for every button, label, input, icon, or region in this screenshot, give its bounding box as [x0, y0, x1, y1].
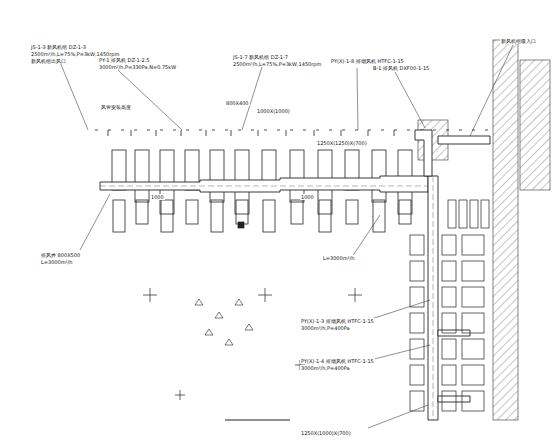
room-block [399, 200, 411, 224]
drawing-note: 1000 [300, 194, 315, 200]
room-block [135, 150, 149, 202]
drawing-note: 1000X(1000) [256, 108, 291, 114]
drawing-note: 3000m³/h,P=400Pa [300, 365, 351, 371]
drawing-note: 1250X(1250)X(700) [316, 140, 368, 146]
room-block [263, 200, 275, 232]
column-mark [205, 329, 213, 335]
room-block [410, 365, 424, 385]
drawing-note: 1250X(1000)X(700) [300, 430, 352, 436]
room-block [410, 261, 424, 281]
room-block [442, 365, 456, 385]
room-block [211, 200, 223, 232]
room-block [462, 235, 484, 255]
drawing-note: PY(X)-1-8 排烟风机 HTFC-1-15 [330, 58, 405, 64]
room-block [291, 200, 303, 224]
wall-tick [286, 130, 287, 136]
room-block [470, 200, 478, 228]
column-mark [225, 339, 233, 345]
column-mark [235, 299, 243, 305]
drawing-note: PY-1 排风机 DZ-1-2.5 [98, 57, 150, 63]
drawing-note: PY(X)-1-3 排烟风机 HTFC-1-15 [300, 318, 375, 324]
room-block [442, 287, 456, 307]
wall-tick [368, 130, 369, 136]
drawing-note: 新风机组吸入口 [500, 38, 537, 44]
room-block [319, 200, 331, 232]
room-block [448, 200, 456, 228]
wall-tick [131, 130, 132, 136]
column-mark [195, 299, 203, 305]
room-block [236, 200, 248, 224]
room-block [459, 200, 467, 228]
room-block [410, 339, 424, 359]
room-block [373, 200, 385, 232]
room-block [442, 261, 456, 281]
room-block [410, 391, 424, 411]
drawing-note: 排风井 800X500 [40, 252, 81, 258]
room-block [442, 313, 456, 333]
wall-tick [108, 130, 109, 136]
drawing-note: 3000m³/h,P=330Pa,N=0.75kW [98, 64, 177, 70]
room-block [442, 235, 456, 255]
room-block [462, 339, 484, 359]
drawing-note: 1000 [150, 194, 165, 200]
wall-tick [341, 130, 342, 136]
wall-tick [231, 130, 232, 136]
room-block [442, 391, 456, 411]
drawing-note: 2500m³/h,L=75%,P=3kW,1450rpm [232, 61, 322, 67]
room-block [136, 200, 148, 224]
room-block [442, 339, 456, 359]
room-block [462, 365, 484, 385]
room-block [161, 200, 173, 232]
room-block [481, 200, 489, 228]
wall-tick [394, 130, 395, 136]
drawing-note: JS-1-7 新风机组 DZ-1-7 [232, 54, 289, 60]
wall-tick [156, 130, 157, 136]
room-block [210, 150, 224, 202]
wall-tick [181, 130, 182, 136]
drawing-note: 新风机组出风口 [30, 58, 67, 64]
wall-tick [258, 130, 259, 136]
room-block [186, 200, 198, 224]
drawing-note: 800X400 [225, 100, 250, 106]
drawing-note: B-1 排风机 DXF00-1-15 [372, 65, 430, 71]
room-block [462, 261, 484, 281]
room-block [113, 200, 125, 232]
drawing-note: PY(X)-1-4 排烟风机 HTFC-1-15 [300, 358, 375, 364]
room-block [462, 287, 484, 307]
column-mark [245, 324, 253, 330]
drawing-note: L=3000m³/h [40, 259, 73, 265]
drawing-note: JS-1-3 新风机组 DZ-1-3 [30, 44, 87, 50]
room-block [462, 391, 484, 411]
room-block [346, 200, 358, 224]
drawing-note: 风管安装高度 [100, 104, 132, 110]
room-block [462, 313, 484, 333]
room-block [410, 313, 424, 333]
wall-tick [206, 130, 207, 136]
drawing-note: L=3000m³/h [322, 255, 355, 261]
drawing-note: 3000m³/h,P=400Pa [300, 325, 351, 331]
wall-tick [314, 130, 315, 136]
column-mark [215, 312, 223, 318]
room-block [410, 235, 424, 255]
